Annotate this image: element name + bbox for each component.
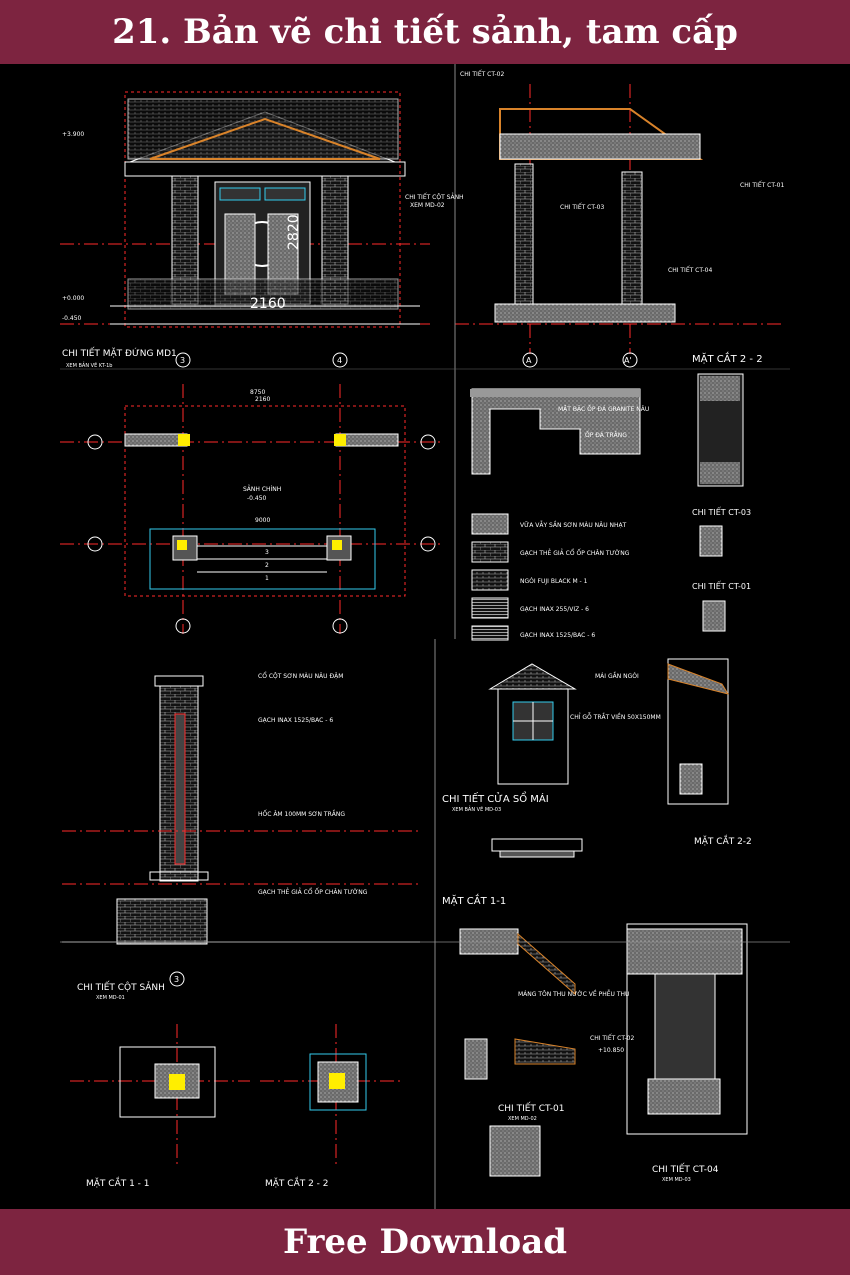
- svg-text:HỐC ÂM 100MM SƠN TRẮNG: HỐC ÂM 100MM SƠN TRẮNG: [258, 810, 345, 818]
- window-detail-title: CHI TIẾT CỬA SỔ MÁI: [442, 790, 549, 805]
- svg-text:CHỈ GỖ TRẮT VIỀN 50X150MM: CHỈ GỖ TRẮT VIỀN 50X150MM: [570, 713, 661, 721]
- elevation-title: CHI TIẾT MẶT ĐỨNG MD1: [62, 347, 177, 359]
- svg-text:MẶT CẮT 2 - 2: MẶT CẮT 2 - 2: [265, 1176, 329, 1189]
- svg-text:CHI TIẾT CT-03: CHI TIẾT CT-03: [560, 203, 604, 211]
- legend-item: GẠCH INAX 1525/BAC - 6: [520, 632, 595, 639]
- cad-drawing-sheet: 2820 2160 CHI TIẾT CỘT SẢNH XEM MD-02 +3…: [60, 64, 790, 1209]
- svg-text:2160: 2160: [255, 396, 270, 403]
- step-detail: MẶT BẬC ỐP ĐÁ GRANITE NÂU ỐP ĐÁ TRẮNG: [470, 388, 649, 475]
- svg-text:MÁNG TÔN THU NƯỚC VỀ PHỄU THU: MÁNG TÔN THU NƯỚC VỀ PHỄU THU: [518, 990, 629, 998]
- svg-text:CHI TIẾT CT-01: CHI TIẾT CT-01: [692, 580, 751, 591]
- svg-text:8750: 8750: [250, 389, 265, 396]
- svg-text:CHI TIẾT CT-03: CHI TIẾT CT-03: [692, 506, 751, 517]
- column-detail: CỔ CỘT SƠN MÀU NÂU ĐẬM GẠCH INAX 1525/BA…: [62, 672, 420, 1001]
- svg-text:ỐP ĐÁ TRẮNG: ỐP ĐÁ TRẮNG: [585, 431, 627, 439]
- section-1-1-title: MẶT CẮT 1-1: [442, 893, 506, 907]
- svg-text:XEM MD-02: XEM MD-02: [410, 202, 445, 209]
- svg-text:4: 4: [337, 356, 342, 365]
- column-detail-title: CHI TIẾT CỘT SẢNH: [77, 981, 165, 993]
- legend-item: GẠCH THẺ GIẢ CỔ ỐP CHÂN TƯỜNG: [520, 549, 630, 557]
- svg-text:3: 3: [180, 356, 185, 365]
- svg-text:-0.450: -0.450: [62, 315, 82, 322]
- page-title: 21. Bản vẽ chi tiết sảnh, tam cấp: [112, 12, 738, 52]
- free-download-button[interactable]: Free Download: [0, 1209, 850, 1275]
- ct04-detail: CHI TIẾT CT-04 XEM MD-03: [626, 923, 748, 1183]
- plan-room-label: SẢNH CHÍNH: [243, 485, 281, 493]
- svg-text:+0.000: +0.000: [62, 295, 84, 302]
- legend-item: NGÓI FUJI BLACK M - 1: [520, 578, 588, 585]
- svg-text:MÁI GẮN NGÓI: MÁI GẮN NGÓI: [595, 672, 639, 680]
- svg-text:XEM BẢN VẼ KT-1b: XEM BẢN VẼ KT-1b: [66, 361, 112, 369]
- column-sections: MẶT CẮT 1 - 1 MẶT CẮT 2 - 2: [70, 1024, 400, 1189]
- svg-text:CHI TIẾT CT-04: CHI TIẾT CT-04: [652, 1163, 719, 1175]
- svg-text:+10.850: +10.850: [598, 1047, 624, 1054]
- title-banner: 21. Bản vẽ chi tiết sảnh, tam cấp: [0, 0, 850, 64]
- elevation-col-label: CHI TIẾT CỘT SẢNH: [405, 193, 464, 201]
- svg-text:+3.900: +3.900: [62, 131, 84, 138]
- material-legend: VỮA VẪY SẦN SƠN MÀU NÂU NHẠT GẠCH THẺ GI…: [471, 513, 630, 641]
- svg-text:MẶT CẮT 1 - 1: MẶT CẮT 1 - 1: [86, 1176, 150, 1189]
- small-details: CHI TIẾT CT-03 CHI TIẾT CT-01: [692, 373, 751, 632]
- legend-item: VỮA VẪY SẦN SƠN MÀU NÂU NHẠT: [520, 521, 627, 529]
- svg-text:3: 3: [265, 549, 269, 556]
- svg-text:XEM MD-01: XEM MD-01: [96, 995, 125, 1001]
- elevation-md1: 2820 2160 CHI TIẾT CỘT SẢNH XEM MD-02 +3…: [60, 91, 464, 369]
- ct01-detail: MÁNG TÔN THU NƯỚC VỀ PHỄU THU CHI TIẾT C…: [459, 928, 634, 1177]
- svg-text:MẶT BẬC ỐP ĐÁ GRANITE NÂU: MẶT BẬC ỐP ĐÁ GRANITE NÂU: [558, 405, 649, 413]
- section-2-2-view: CHI TIẾT CT-03 CHI TIẾT CT-01 CHI TIẾT C…: [455, 70, 785, 368]
- svg-text:CỔ CỘT SƠN MÀU NÂU ĐẬM: CỔ CỘT SƠN MÀU NÂU ĐẬM: [258, 672, 343, 680]
- door-width-label: 2160: [250, 296, 286, 312]
- svg-text:GẠCH INAX 1525/BAC - 6: GẠCH INAX 1525/BAC - 6: [258, 717, 333, 724]
- download-label: Free Download: [282, 1222, 568, 1262]
- svg-text:XEM BẢN VẼ MD-03: XEM BẢN VẼ MD-03: [452, 805, 501, 813]
- svg-text:CHI TIẾT CT-01: CHI TIẾT CT-01: [498, 1102, 564, 1114]
- svg-text:2: 2: [265, 562, 269, 569]
- svg-text:XEM MD-03: XEM MD-03: [662, 1177, 691, 1183]
- svg-text:CHI TIẾT CT-02: CHI TIẾT CT-02: [590, 1034, 634, 1042]
- svg-text:XEM MD-02: XEM MD-02: [508, 1116, 537, 1122]
- door-height-label: 2820: [286, 214, 302, 250]
- svg-text:-0.450: -0.450: [247, 495, 267, 502]
- svg-text:9000: 9000: [255, 517, 270, 524]
- svg-text:CHI TIẾT CT-04: CHI TIẾT CT-04: [668, 266, 712, 274]
- floor-plan: SẢNH CHÍNH -0.450 3 2 1 8750 2160 9000: [60, 384, 440, 634]
- svg-text:A': A': [624, 356, 632, 365]
- svg-text:A: A: [526, 356, 532, 365]
- svg-text:CHI TIẾT CT-02: CHI TIẾT CT-02: [460, 70, 504, 78]
- svg-text:CHI TIẾT CT-01: CHI TIẾT CT-01: [740, 181, 784, 189]
- svg-text:GẠCH THẺ GIẢ CỔ ỐP CHÂN TƯỜNG: GẠCH THẺ GIẢ CỔ ỐP CHÂN TƯỜNG: [258, 888, 368, 896]
- section-2-2-title: MẶT CẮT 2 - 2: [692, 351, 763, 365]
- legend-item: GẠCH INAX 255/VIZ - 6: [520, 606, 589, 613]
- svg-text:3: 3: [174, 975, 179, 984]
- svg-text:1: 1: [265, 575, 269, 582]
- window-detail: MÁI GẮN NGÓI CHỈ GỖ TRẮT VIỀN 50X150MM C…: [442, 658, 752, 907]
- svg-text:MẶT CẮT 2-2: MẶT CẮT 2-2: [694, 834, 752, 847]
